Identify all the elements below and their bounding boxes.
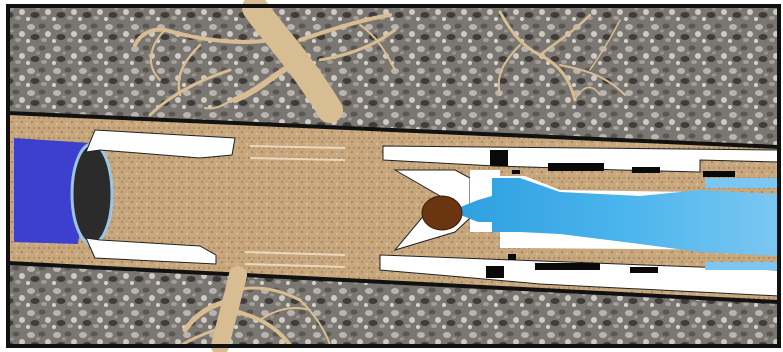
tool-pad [486, 266, 504, 278]
tool-pad [630, 267, 658, 273]
water-jet-stream [705, 178, 779, 188]
tool-pad [548, 163, 604, 171]
debris-plug [422, 196, 462, 230]
liner-end-cap [72, 144, 112, 244]
tool-pad [512, 170, 520, 174]
tool-pad [703, 171, 735, 177]
tool-pad [632, 167, 660, 173]
water-jet-stream [705, 262, 779, 270]
tool-pad [535, 263, 600, 270]
tool-pad [508, 254, 516, 260]
tool-pad [490, 150, 508, 166]
